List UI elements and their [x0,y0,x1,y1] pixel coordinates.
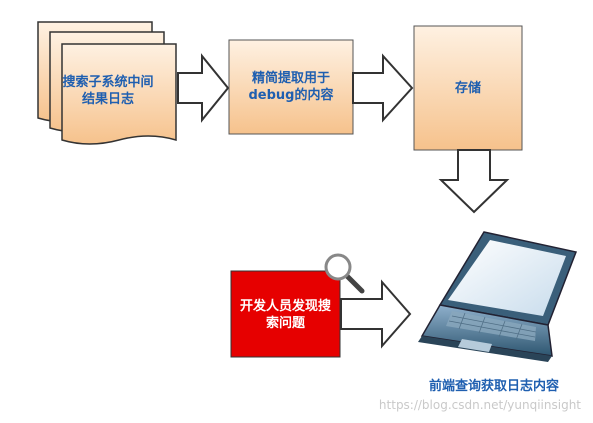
watermark: https://blog.csdn.net/yunqiinsight [378,398,581,412]
storage-box [413,25,523,151]
developer-box [230,270,341,358]
extract-box [228,39,354,135]
arrow-right-icon [177,53,230,123]
arrow-right-icon [352,53,414,123]
document-stack-icon [37,21,177,145]
arrow-right-icon [340,279,412,349]
frontend-label: 前端查询获取日志内容 [428,379,559,394]
arrow-down-icon [438,149,510,214]
laptop-icon [418,231,578,362]
developer-label: 开发人员发现搜 索问题 [239,299,331,331]
log-source-label: 搜索子系统中间 结果日志 [62,75,154,107]
storage-label: 存储 [454,81,481,96]
extract-label: 精简提取用于 debug的内容 [248,71,334,103]
magnifier-icon [324,253,365,294]
